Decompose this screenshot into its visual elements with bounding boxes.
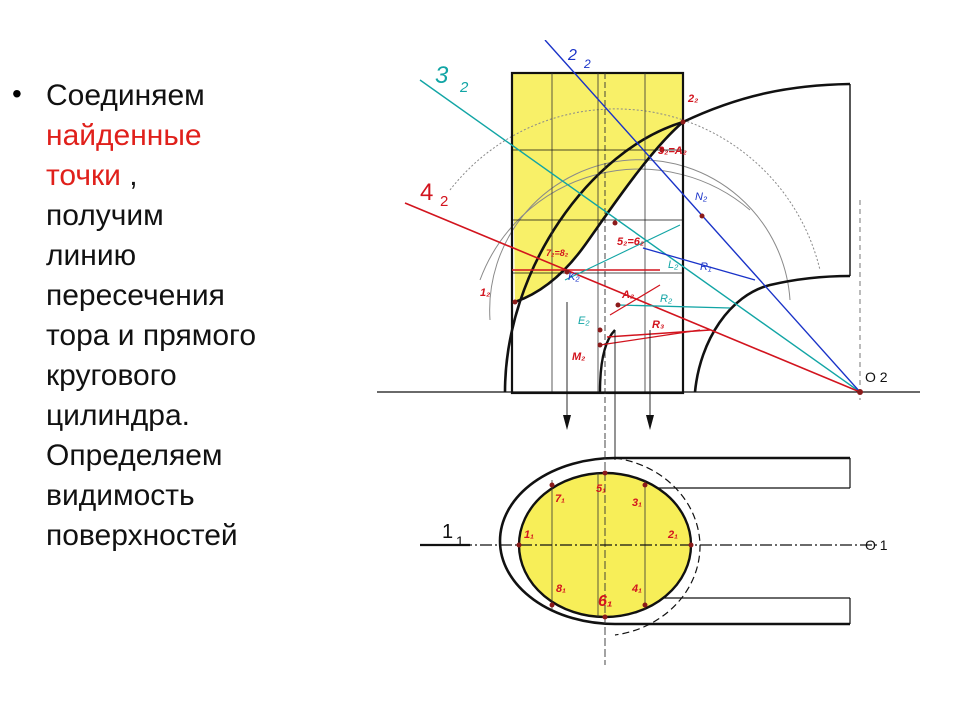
label-a2: A₂ xyxy=(621,289,634,301)
point-7-1 xyxy=(549,482,555,488)
aux-sphere-arc-3 xyxy=(489,159,791,321)
point-3-2 xyxy=(659,147,665,153)
label-r2: R₂ xyxy=(660,293,673,305)
bullet-line: видимость xyxy=(46,476,376,516)
point-a-2 xyxy=(615,302,621,308)
label-e2: E₂ xyxy=(578,315,590,327)
point-2-1 xyxy=(688,542,694,548)
label-7-2-8-2: 7₂=8₂ xyxy=(546,248,569,258)
line-l2 xyxy=(564,224,681,281)
word: Соединяем xyxy=(46,79,205,112)
torus-inner-contour xyxy=(693,274,851,393)
bullet-line: точки , xyxy=(46,156,376,196)
label-1-2: 1₂ xyxy=(480,287,490,299)
word: кругового xyxy=(46,359,177,392)
plane-4-line xyxy=(404,202,861,393)
torus-inner-arc xyxy=(598,329,616,393)
top-view-points xyxy=(516,470,694,620)
point-e-2 xyxy=(597,327,603,333)
label-o2: O 2 xyxy=(865,369,888,385)
aux-sphere-arc-1 xyxy=(449,108,821,271)
point-1-1 xyxy=(516,542,522,548)
point-1-2 xyxy=(512,299,518,305)
plane-3-line xyxy=(419,79,861,393)
torus-cylinder-drawing: 3 2 2 2 4 2 2₂ 3₂=A₂ N₂ 5₂=6₂ 7₂=8₂ K₂ L… xyxy=(377,40,920,665)
word: пересечения xyxy=(46,279,225,312)
projection-arrow-left xyxy=(563,415,571,430)
label-5-2-6-2: 5₂=6₂ xyxy=(617,236,644,248)
bullet-line: получим xyxy=(46,196,376,236)
point-2-2 xyxy=(680,119,686,125)
label-axis-1-sub: 1 xyxy=(456,533,464,549)
label-3-1: 3₁ xyxy=(632,497,642,509)
point-5-1 xyxy=(602,470,608,476)
point-n-2 xyxy=(699,213,705,219)
label-m2: M₂ xyxy=(572,351,585,363)
highlighted-word: точки xyxy=(46,159,121,192)
label-5-1: 5₁ xyxy=(596,483,606,495)
label-2-2: 2₂ xyxy=(687,93,698,105)
label-plane-4-sub: 2 xyxy=(440,193,448,210)
word: видимость xyxy=(46,479,195,512)
projection-arrow-right xyxy=(646,415,654,430)
radius-r2 xyxy=(617,304,731,309)
label-plane-2-sub: 2 xyxy=(583,57,591,71)
word: линию xyxy=(46,239,137,272)
bullet-line: пересечения xyxy=(46,276,376,316)
label-o1: O 1 xyxy=(865,537,888,553)
label-n2: N₂ xyxy=(695,191,708,203)
bullet-dot: • xyxy=(12,78,22,109)
label-1-1: 1₁ xyxy=(524,529,534,541)
point-8-1 xyxy=(549,602,555,608)
label-l2: L₂ xyxy=(668,259,679,271)
label-plane-2: 2 xyxy=(567,47,577,64)
label-3-2-a2: 3₂=A₂ xyxy=(658,145,687,157)
word: получим xyxy=(46,199,164,232)
label-plane-4: 4 xyxy=(420,179,433,206)
bullet-line: линию xyxy=(46,236,376,276)
point-7-2 xyxy=(564,269,570,275)
bullet-line: кругового xyxy=(46,356,376,396)
label-r3: R₃ xyxy=(652,319,664,331)
point-4-1 xyxy=(642,602,648,608)
cylinder-front-view xyxy=(510,71,685,395)
label-k2: K₂ xyxy=(568,271,580,283)
front-view-points xyxy=(512,119,863,395)
label-8-1: 8₁ xyxy=(556,583,566,595)
label-4-1: 4₁ xyxy=(631,583,642,595)
label-7-1: 7₁ xyxy=(555,493,565,505)
radius-r1 xyxy=(642,247,756,281)
cylinder-visible-fill xyxy=(512,73,683,302)
label-plane-3: 3 xyxy=(435,62,449,89)
punctuation: , xyxy=(120,159,138,192)
torus-top-view-outer xyxy=(498,456,850,626)
bullet-line: Определяем xyxy=(46,436,376,476)
point-3-1 xyxy=(642,482,648,488)
label-axis-1: 1 xyxy=(442,521,453,543)
point-o-2 xyxy=(857,389,863,395)
bullet-line: поверхностей xyxy=(46,516,376,556)
bullet-line: найденные xyxy=(46,116,376,156)
word: цилиндра. xyxy=(46,399,190,432)
bullet-line: цилиндра. xyxy=(46,396,376,436)
point-6-1 xyxy=(602,614,608,620)
label-plane-3-sub: 2 xyxy=(459,79,469,96)
torus-outer-contour xyxy=(503,82,851,393)
word: поверхностей xyxy=(46,519,238,552)
bullet-line: Соединяем xyxy=(46,76,376,116)
bullet-line: тора и прямого xyxy=(46,316,376,356)
line-a2 xyxy=(609,284,661,316)
point-5-2 xyxy=(612,220,618,226)
intersection-curve xyxy=(514,121,684,304)
word: Определяем xyxy=(46,439,223,472)
point-m-2 xyxy=(597,342,603,348)
label-6-1: 6₁ xyxy=(598,593,613,610)
label-2-1: 2₁ xyxy=(667,529,678,541)
word: тора и прямого xyxy=(46,319,256,352)
label-r1: R₁ xyxy=(700,261,712,273)
highlighted-word: найденные xyxy=(46,119,202,152)
